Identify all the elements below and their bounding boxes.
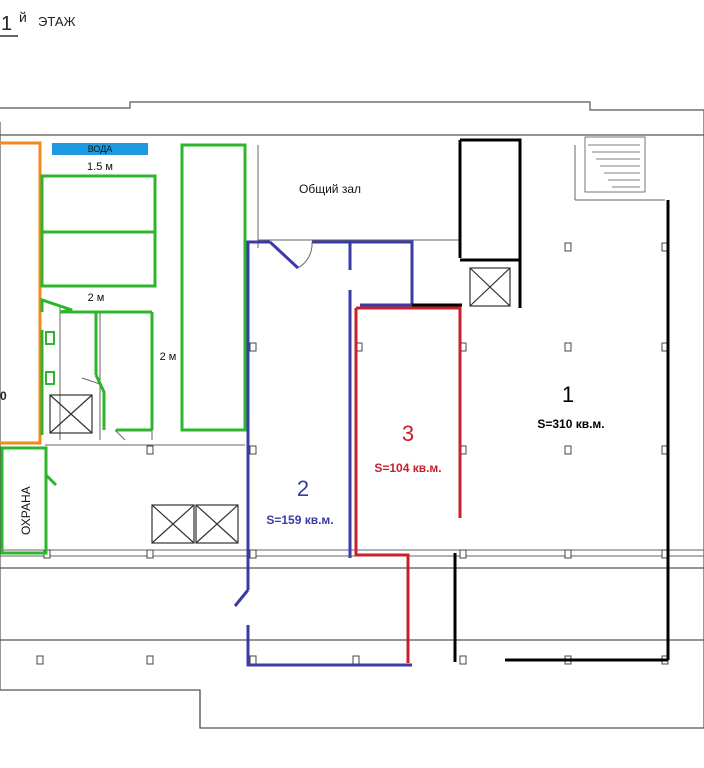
unit-1-number: 1 — [562, 382, 574, 407]
outer-walls — [0, 101, 704, 729]
floor-suffix: й — [19, 9, 27, 25]
water-bar — [52, 143, 148, 155]
dim-2-top: 2 м — [88, 292, 105, 304]
orange-zone — [0, 141, 42, 445]
unit-3-number: 3 — [402, 421, 414, 446]
water-label: ВОДА — [88, 144, 113, 154]
toilet-fixtures — [45, 331, 55, 385]
staircase — [584, 136, 646, 193]
unit-2-area: S=159 кв.м. — [266, 513, 333, 527]
left-cut-label: 0 — [0, 389, 7, 403]
door-swings — [81, 241, 313, 441]
unit-2-number: 2 — [297, 476, 309, 501]
floor-word: ЭТАЖ — [38, 14, 76, 29]
dim-2-side: 2 м — [160, 351, 177, 363]
unit-3-area: S=104 кв.м. — [374, 461, 441, 475]
security-label: ОХРАНА — [19, 486, 33, 535]
unit-2-outline — [233, 240, 414, 667]
dim-1-5: 1.5 м — [87, 161, 113, 173]
columns — [36, 242, 669, 665]
unit-3-outline — [354, 306, 462, 663]
unit-1-outline — [412, 138, 670, 662]
green-zones — [0, 143, 247, 555]
common-hall-label: Общий зал — [299, 182, 361, 196]
unit-1-area: S=310 кв.м. — [537, 417, 604, 431]
floor-number: 1 — [1, 13, 12, 35]
inner-walls — [0, 145, 704, 557]
elevator-shafts — [49, 267, 511, 544]
